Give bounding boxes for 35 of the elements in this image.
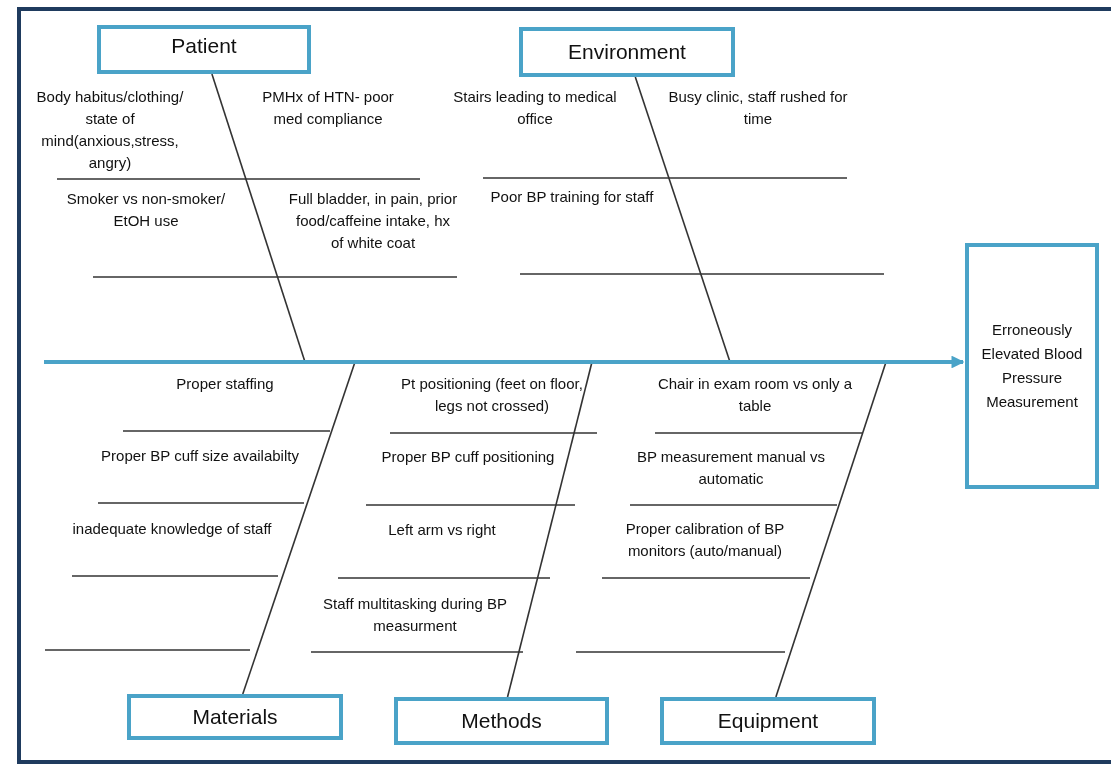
cause-label: Staff multitasking during BP measurment bbox=[322, 594, 508, 636]
cause-label: Proper BP cuff size availabilty bbox=[100, 446, 300, 466]
bone-line bbox=[775, 361, 887, 698]
bone-line bbox=[634, 76, 731, 363]
bone-line bbox=[211, 73, 306, 363]
category-box bbox=[394, 697, 609, 745]
category-box bbox=[97, 25, 311, 74]
effect-text: Erroneously Elevated Blood Pressure Measurement bbox=[980, 320, 1084, 412]
cause-label: PMHx of HTN- poor med compliance bbox=[261, 87, 395, 129]
cause-label: Poor BP training for staff bbox=[489, 187, 655, 207]
cause-label: Proper calibration of BP monitors (auto/manual) bbox=[624, 519, 786, 561]
bone-line bbox=[241, 361, 356, 695]
category-label: Equipment bbox=[717, 708, 819, 734]
cause-label: Left arm vs right bbox=[387, 520, 497, 540]
category-box bbox=[127, 694, 343, 740]
cause-label: Body habitus/clothing/ state of mind(anxious,stress, angry) bbox=[35, 87, 185, 173]
cause-label: inadequate knowledge of staff bbox=[72, 519, 272, 539]
category-box bbox=[660, 697, 876, 745]
spine-arrow bbox=[44, 355, 965, 369]
cause-label: Smoker vs non-smoker/ EtOH use bbox=[65, 189, 227, 231]
cause-label: Busy clinic, staff rushed for time bbox=[668, 87, 848, 129]
bone-line bbox=[506, 361, 593, 698]
cause-label: Chair in exam room vs only a table bbox=[656, 374, 854, 416]
category-label: Materials bbox=[192, 704, 278, 730]
cause-label: Proper BP cuff positioning bbox=[380, 447, 556, 467]
category-label: Methods bbox=[461, 708, 542, 734]
cause-label: Stairs leading to medical office bbox=[452, 87, 618, 129]
category-label: Patient bbox=[171, 33, 237, 59]
effect-box bbox=[965, 243, 1099, 489]
cause-label: BP measurement manual vs automatic bbox=[635, 447, 827, 489]
cause-label: Pt positioning (feet on floor, legs not crossed) bbox=[400, 374, 584, 416]
cause-label: Proper staffing bbox=[175, 374, 275, 394]
cause-label: Full bladder, in pain, prior food/caffeine intake, hx of white coat bbox=[288, 189, 458, 253]
category-label: Environment bbox=[568, 39, 686, 65]
category-box bbox=[519, 27, 735, 77]
